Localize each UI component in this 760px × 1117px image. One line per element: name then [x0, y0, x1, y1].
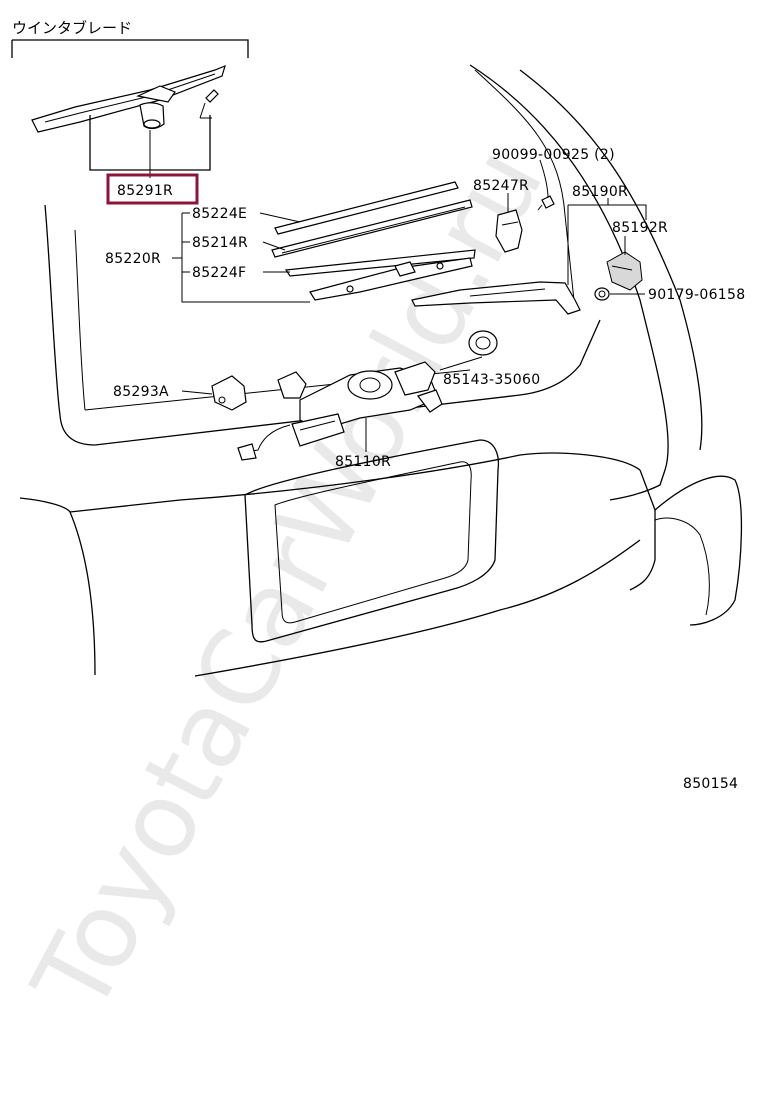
- watermark: ToyotaCarWorld.ru: [9, 129, 567, 1033]
- grommet-icon: [468, 330, 498, 356]
- highlight-box: [106, 173, 199, 205]
- pivot-cap-icon: [606, 251, 643, 291]
- part-label-85214r[interactable]: 85214R: [192, 235, 248, 251]
- blade-refills-icon: [271, 181, 476, 301]
- wiper-motor-icon: [237, 361, 443, 461]
- nut-icon: [594, 287, 610, 301]
- part-label-85291r[interactable]: 85291R: [117, 183, 173, 199]
- part-label-90179[interactable]: 90179-06158: [648, 287, 745, 303]
- part-label-85110r[interactable]: 85110R: [335, 454, 391, 470]
- part-labels: 85224E 85214R 85220R 85224F 90099-00925 …: [105, 147, 745, 470]
- figure-id: 850154: [683, 776, 738, 792]
- part-label-85143[interactable]: 85143-35060: [443, 372, 540, 388]
- wiper-arm-icon: [411, 281, 581, 315]
- part-label-85192r[interactable]: 85192R: [612, 220, 668, 236]
- wiper-blade-assembly-icon: [31, 64, 226, 178]
- vehicle-outline: [19, 64, 743, 677]
- part-label-85293a[interactable]: 85293A: [113, 384, 169, 400]
- part-label-85224e[interactable]: 85224E: [192, 206, 247, 222]
- leader-lines: [172, 159, 647, 452]
- header-title: ウインタブレード: [12, 19, 132, 37]
- part-label-85190r[interactable]: 85190R: [572, 184, 628, 200]
- header-group: ウインタブレード: [11, 19, 249, 58]
- cover-85293a-icon: [211, 375, 247, 411]
- part-label-90099[interactable]: 90099-00925 (2): [492, 147, 615, 163]
- part-label-85220r[interactable]: 85220R: [105, 251, 161, 267]
- part-label-85247r[interactable]: 85247R: [473, 178, 529, 194]
- bolt-icon: [537, 195, 555, 211]
- bracket-85247r-icon: [495, 209, 523, 253]
- part-label-85224f[interactable]: 85224F: [192, 265, 246, 281]
